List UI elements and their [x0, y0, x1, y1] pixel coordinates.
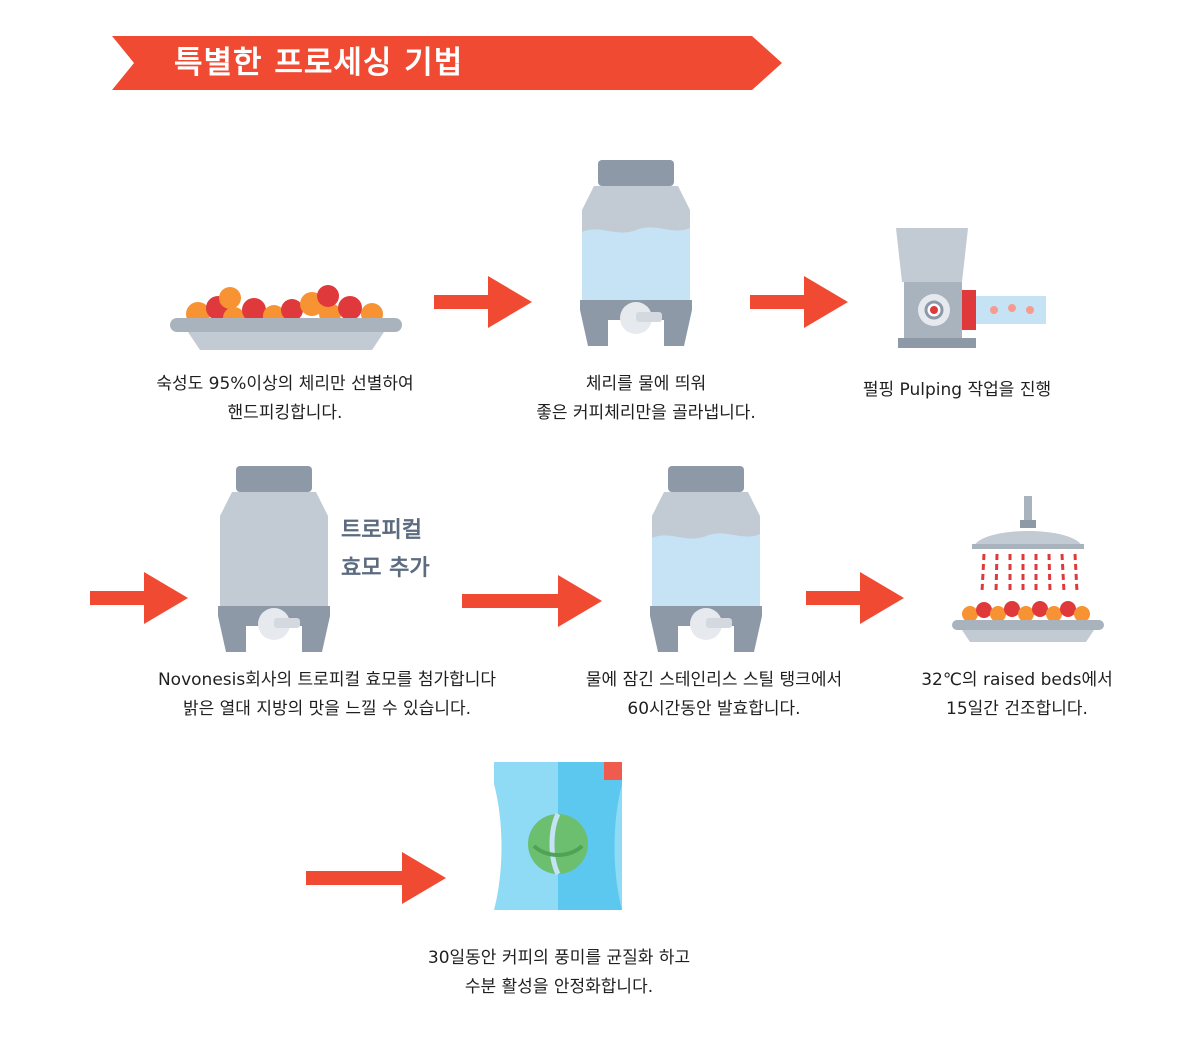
- water-tank-icon: [580, 160, 692, 346]
- arrow-right-icon: [806, 572, 904, 624]
- step-caption-yeast: Novonesis회사의 트로피컬 효모를 첨가합니다 밝은 열대 지방의 맛을…: [157, 670, 497, 719]
- pulping-machine-icon: [896, 228, 1046, 348]
- step-caption-hand-picking: 숙성도 95%이상의 체리만 선별하여 핸드피킹합니다.: [156, 374, 414, 423]
- step-caption-fermentation: 물에 잠긴 스테인리스 스틸 탱크에서 60시간동안 발효합니다.: [585, 670, 843, 719]
- arrow-right-icon: [462, 575, 602, 627]
- yeast-added-label: 트로피컬 효모 추가: [341, 518, 430, 581]
- title-banner: 특별한 프로세싱 기법: [112, 36, 782, 90]
- arrow-right-icon: [434, 276, 532, 328]
- arrow-right-icon: [750, 276, 848, 328]
- step-caption-resting: 30일동안 커피의 풍미를 균질화 하고 수분 활성을 안정화합니다.: [427, 948, 691, 997]
- coffee-bag-icon: [494, 762, 622, 910]
- arrow-right-icon: [306, 852, 446, 904]
- banner-ribbon-shape: [112, 36, 782, 90]
- arrow-right-icon: [90, 572, 188, 624]
- yeast-tank-icon: [218, 466, 330, 652]
- raised-bed-drying-icon: [952, 496, 1104, 642]
- step-caption-drying: 32℃의 raised beds에서 15일간 건조합니다.: [921, 670, 1113, 719]
- page-title: 특별한 프로세싱 기법: [174, 45, 464, 81]
- fermentation-tank-icon: [650, 466, 762, 652]
- cherry-tray-icon: [170, 285, 402, 350]
- step-caption-pulping: 펄핑 Pulping 작업을 진행: [862, 380, 1052, 400]
- step-caption-flotation: 체리를 물에 띄워 좋은 커피체리만을 골라냅니다.: [536, 374, 756, 423]
